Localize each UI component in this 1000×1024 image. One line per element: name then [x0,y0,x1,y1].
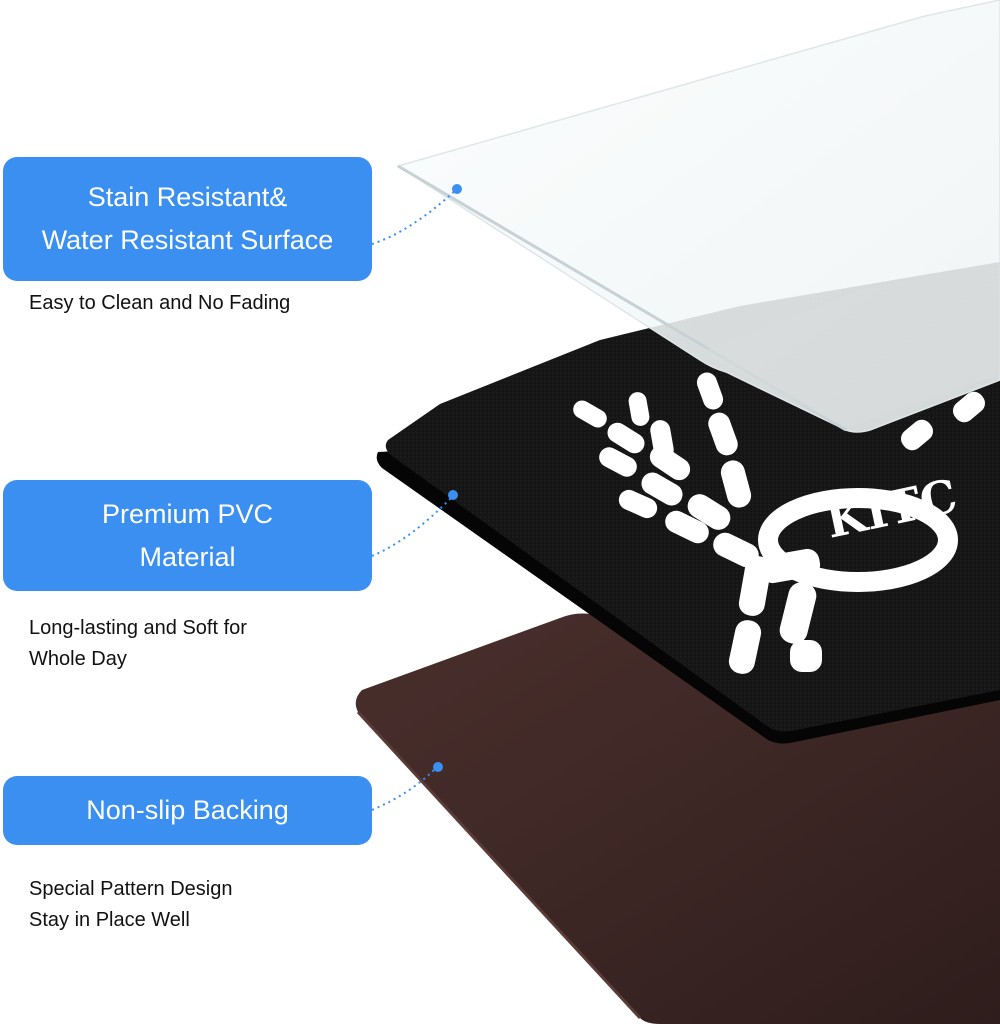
connector-backing [371,762,443,811]
pvc-title-line-2: Material [139,541,236,572]
surface-feature-label: Stain Resistant& Water Resistant Surface [3,157,372,281]
pvc-caption-line-2: Whole Day [29,648,127,670]
surface-title-line-1: Stain Resistant& [87,182,288,212]
blue-dot-icon [433,762,443,772]
backing-caption-line-1: Special Pattern Design [29,878,233,900]
blue-dot-icon [448,490,458,500]
backing-feature-label: Non-slip Backing [3,776,372,845]
pvc-feature-caption: Long-lasting and Soft for Whole Day [29,613,247,675]
pvc-caption-line-1: Long-lasting and Soft for [29,617,247,639]
skeleton-hand-print [573,372,986,674]
pvc-feature-label: Premium PVC Material [3,480,372,591]
connector-pvc [371,490,458,557]
blue-dot-icon [452,184,462,194]
backing-title-line-1: Non-slip Backing [86,795,289,825]
surface-film-overlap [700,262,1000,428]
connector-surface [371,184,462,245]
backing-layer-edge [356,710,642,1020]
backing-feature-caption: Special Pattern Design Stay in Place Wel… [29,874,232,936]
pvc-title-line-1: Premium PVC [101,498,274,529]
backing-caption-line-2: Stay in Place Well [29,909,190,931]
surface-title-line-2: Water Resistant Surface [41,225,334,255]
surface-caption-line-1: Easy to Clean and No Fading [29,292,291,314]
surface-feature-caption: Easy to Clean and No Fading [29,288,290,319]
